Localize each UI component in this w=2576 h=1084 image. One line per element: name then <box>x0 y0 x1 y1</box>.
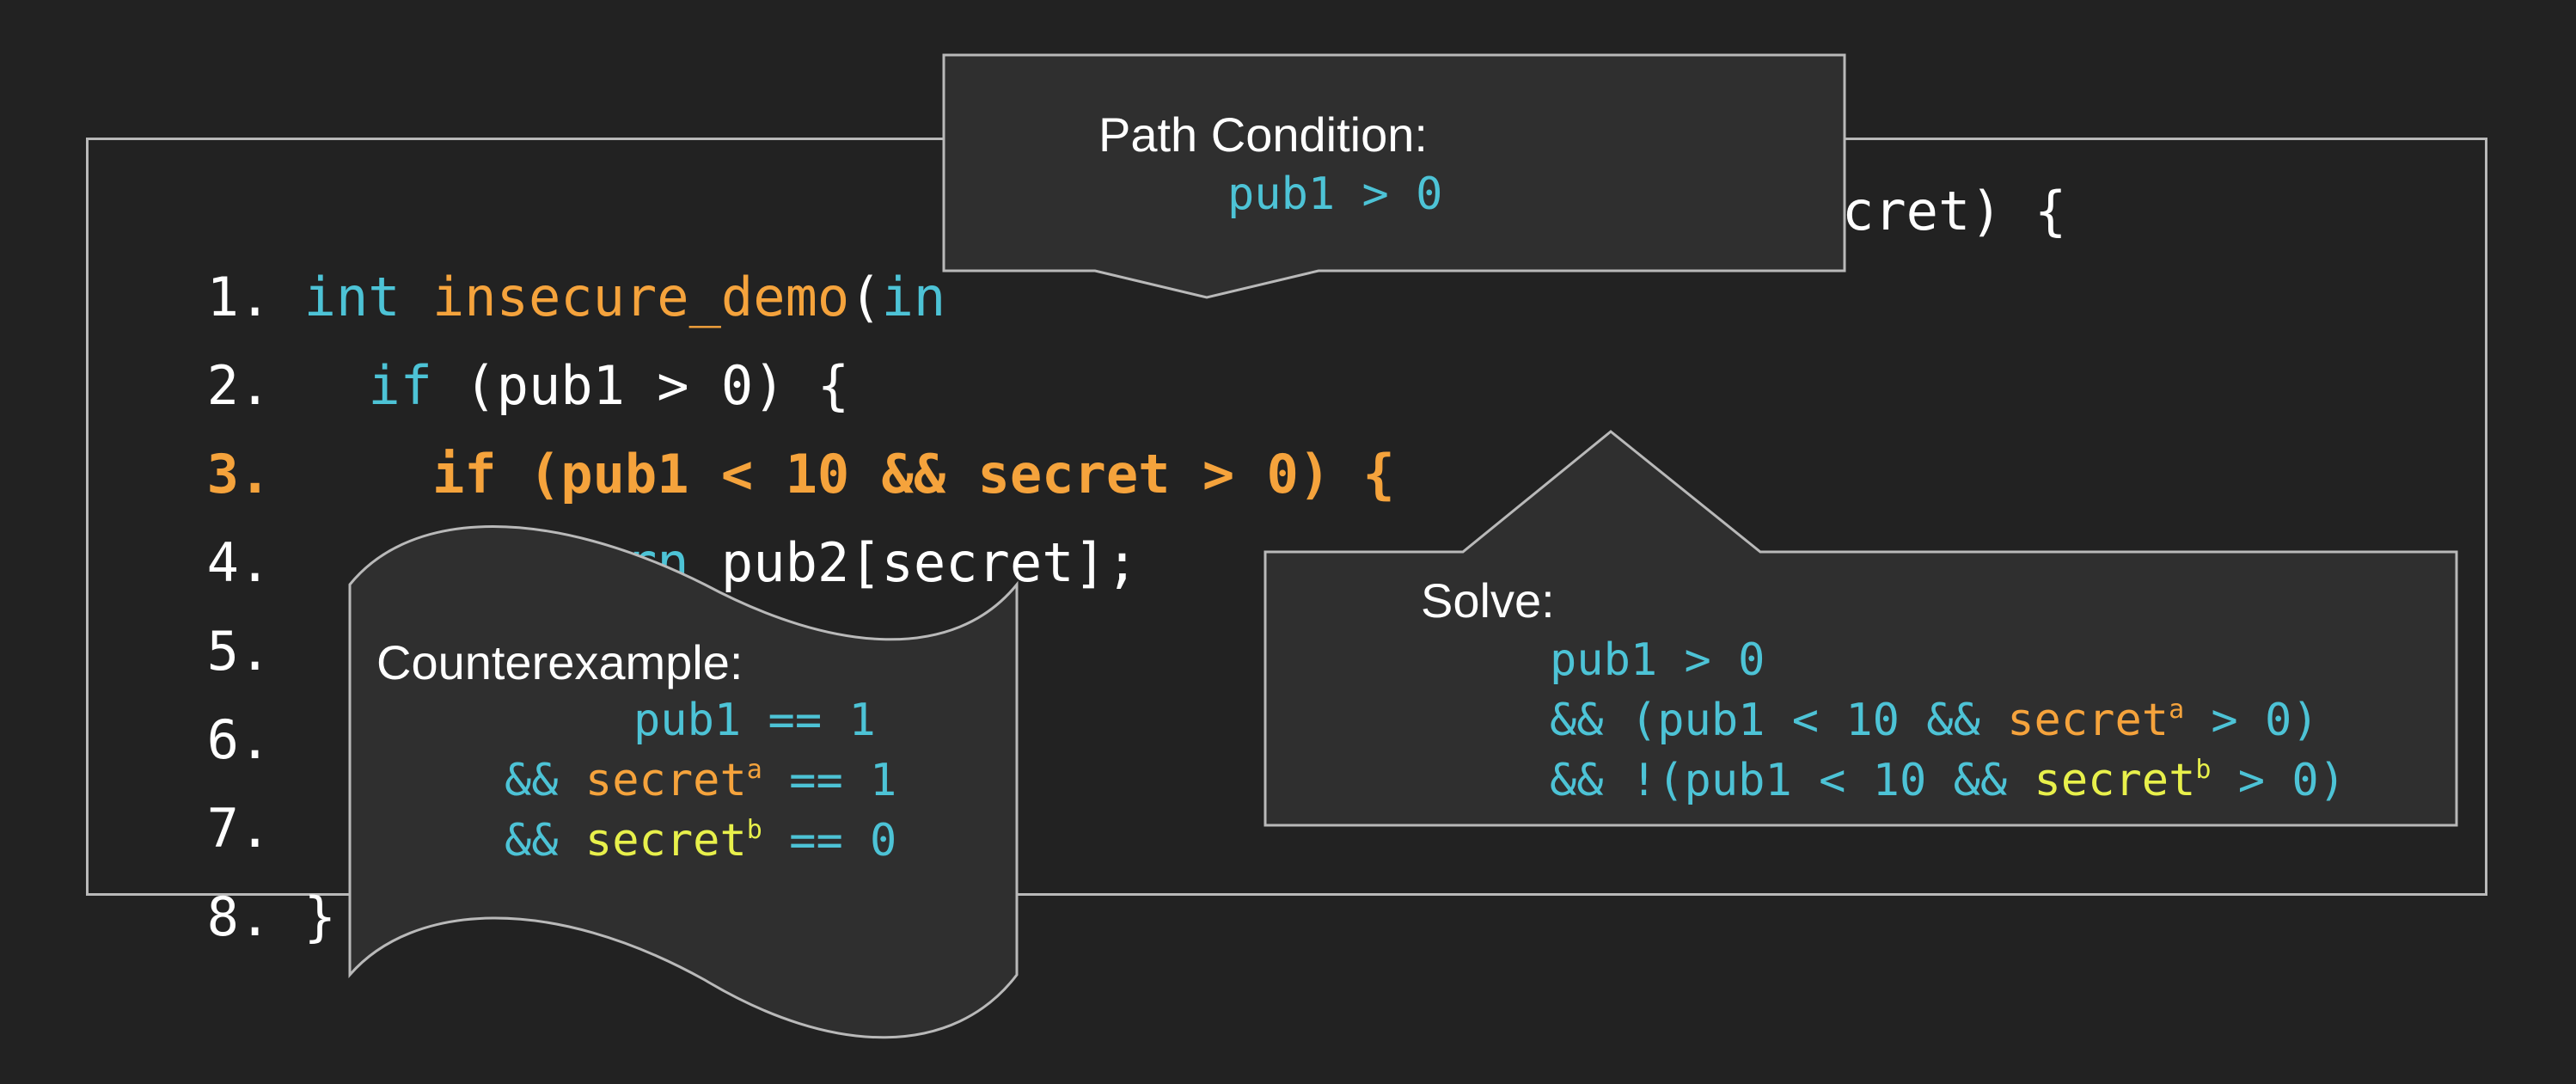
secret-a-var: secret <box>584 755 747 806</box>
solve-title: Solve: <box>1421 573 1555 628</box>
code-text: if (pub1 < 10 && secret > 0) { <box>431 443 1395 505</box>
counterexample-title: Counterexample: <box>376 635 743 689</box>
line-number: 2. <box>206 354 272 417</box>
code-line-2: 2. if (pub1 > 0) { <box>143 257 850 417</box>
secret-b-var: secret <box>584 815 747 867</box>
code-text: (pub1 > 0) { <box>431 354 850 417</box>
code-line-7: 7. <box>143 700 304 860</box>
function-name: insecure_demo <box>431 266 850 328</box>
solve-line-2-post: > 0) <box>2184 695 2319 746</box>
line-number: 7. <box>206 797 272 860</box>
secret-a-superscript: a <box>746 755 762 785</box>
path-condition-expr: pub1 > 0 <box>1227 168 1443 220</box>
counterexample-line-3: && secretb == 0 <box>505 815 896 867</box>
counterexample-line-2: && secreta == 1 <box>505 755 896 806</box>
counterexample-line-2-post: == 1 <box>762 755 897 806</box>
code-line-8: 8.} <box>143 788 336 948</box>
solve-line-3-post: > 0) <box>2211 755 2346 806</box>
code-line-6: 6. <box>143 611 304 771</box>
line-number: 1. <box>206 266 272 328</box>
line-number: 4. <box>206 531 272 594</box>
counterexample-line-1: pub1 == 1 <box>633 695 876 746</box>
param-type-partial: in <box>881 266 946 328</box>
code-text: pub2[secret]; <box>688 531 1139 594</box>
line-number: 8. <box>206 885 272 948</box>
code-text: } <box>303 885 336 948</box>
code-line-3-highlighted: 3. if (pub1 < 10 && secret > 0) { <box>143 346 1395 505</box>
code-line-1: 1. int insecure_demo(in <box>143 168 946 328</box>
type-keyword: int <box>303 266 401 328</box>
secret-b-superscript: b <box>746 815 762 845</box>
counterexample-line-2-pre: && <box>505 755 585 806</box>
secret-b-var: secret <box>2034 755 2196 806</box>
solve-line-1: pub1 > 0 <box>1550 634 1765 686</box>
secret-a-superscript: a <box>2169 695 2185 725</box>
path-condition-title: Path Condition: <box>1098 107 1428 162</box>
if-keyword: if <box>368 354 432 417</box>
solve-line-3-pre: && !(pub1 < 10 && <box>1550 755 2034 806</box>
line-number: 6. <box>206 708 272 771</box>
line-number: 3. <box>206 443 272 505</box>
counterexample-line-3-post: == 0 <box>762 815 897 867</box>
code-line-1-tail: cret) { <box>1842 180 2067 242</box>
code-line-5: 5. <box>143 523 304 683</box>
counterexample-line-3-pre: && <box>505 815 585 867</box>
solve-line-2: && (pub1 < 10 && secreta > 0) <box>1550 695 2319 746</box>
open-paren: ( <box>849 266 882 328</box>
solve-line-3: && !(pub1 < 10 && secretb > 0) <box>1550 755 2346 806</box>
secret-b-superscript: b <box>2195 755 2212 785</box>
secret-a-var: secret <box>2007 695 2169 746</box>
solve-line-2-pre: && (pub1 < 10 && <box>1550 695 2008 746</box>
line-number: 5. <box>206 620 272 683</box>
